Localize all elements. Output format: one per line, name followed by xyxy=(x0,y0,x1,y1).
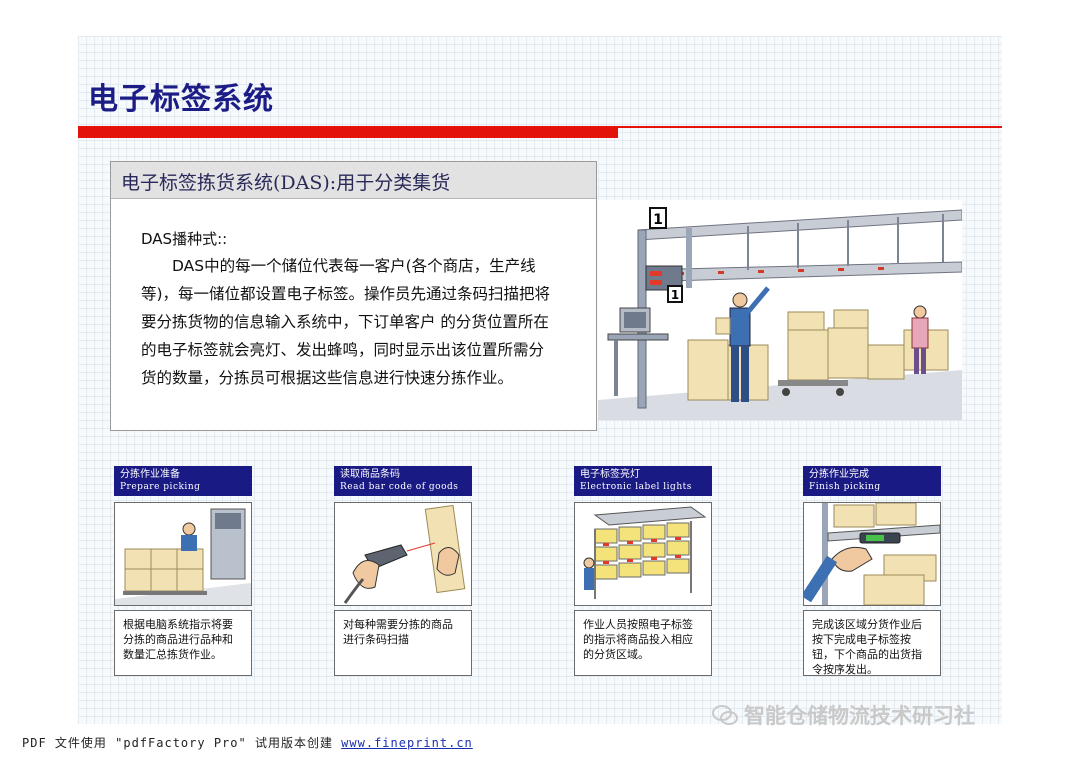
step-image-label-lights xyxy=(574,502,712,606)
das-description-panel: 电子标签拣货系统(DAS):用于分类集货 DAS播种式:: DAS中的每一个储位… xyxy=(110,161,597,431)
panel-subheading: DAS播种式:: xyxy=(141,230,228,248)
step-card-1: 分拣作业准备 Prepare picking 根据电脑系统指示将要分拣的商品进行… xyxy=(114,466,252,676)
title-underline-line xyxy=(618,126,1002,128)
panel-heading: 电子标签拣货系统(DAS):用于分类集货 xyxy=(121,172,451,194)
watermark: 智能仓储物流技术研习社 xyxy=(712,700,975,730)
step-description: 根据电脑系统指示将要分拣的商品进行品种和数量汇总拣货作业。 xyxy=(114,610,252,676)
step-image-finish xyxy=(803,502,941,606)
step-title-zh: 读取商品条码 xyxy=(340,469,400,480)
title-underline-bar xyxy=(78,126,618,138)
step-card-4: 分拣作业完成 Finish picking 完成该区域分货作业后按下完成电子标签… xyxy=(803,466,941,676)
step-description: 对每种需要分拣的商品进行条码扫描 xyxy=(334,610,472,676)
sign-mid-label: 1 xyxy=(671,288,679,302)
step-card-3: 电子标签亮灯 Electronic label lights 作业人员按照电子标… xyxy=(574,466,712,676)
step-card-2: 读取商品条码 Read bar code of goods 对每种需要分拣的商品… xyxy=(334,466,472,676)
step-title-zh: 分拣作业准备 xyxy=(120,469,180,480)
step-header: 读取商品条码 Read bar code of goods xyxy=(334,466,472,496)
footer-link[interactable]: www.fineprint.cn xyxy=(341,736,473,750)
panel-body-text: DAS中的每一个储位代表每一客户(各个商店，生产线等)，每一储位都设置电子标签。… xyxy=(141,257,551,387)
page-title: 电子标签系统 xyxy=(88,82,274,117)
step-description: 完成该区域分货作业后按下完成电子标签按钮，下个商品的出货指令按序发出。 xyxy=(803,610,941,676)
sign-top-label: 1 xyxy=(653,212,663,228)
step-title-en: Finish picking xyxy=(809,482,881,492)
step-title-zh: 电子标签亮灯 xyxy=(580,469,640,480)
step-description: 作业人员按照电子标签的指示将商品投入相应的分货区域。 xyxy=(574,610,712,676)
step-header: 电子标签亮灯 Electronic label lights xyxy=(574,466,712,496)
watermark-text: 智能仓储物流技术研习社 xyxy=(744,704,975,728)
step-title-en: Electronic label lights xyxy=(580,482,692,492)
panel-header: 电子标签拣货系统(DAS):用于分类集货 xyxy=(111,162,596,199)
step-header: 分拣作业完成 Finish picking xyxy=(803,466,941,496)
warehouse-illustration: 1 1 xyxy=(598,200,963,420)
pdf-footer: PDF 文件使用 "pdfFactory Pro" 试用版本创建 www.fin… xyxy=(22,734,473,751)
step-header: 分拣作业准备 Prepare picking xyxy=(114,466,252,496)
step-image-scan xyxy=(334,502,472,606)
footer-text: PDF 文件使用 "pdfFactory Pro" 试用版本创建 xyxy=(22,736,342,750)
step-title-zh: 分拣作业完成 xyxy=(809,469,869,480)
step-title-en: Prepare picking xyxy=(120,482,201,492)
wechat-icon xyxy=(712,705,738,725)
step-image-prepare xyxy=(114,502,252,606)
step-title-en: Read bar code of goods xyxy=(340,482,459,492)
